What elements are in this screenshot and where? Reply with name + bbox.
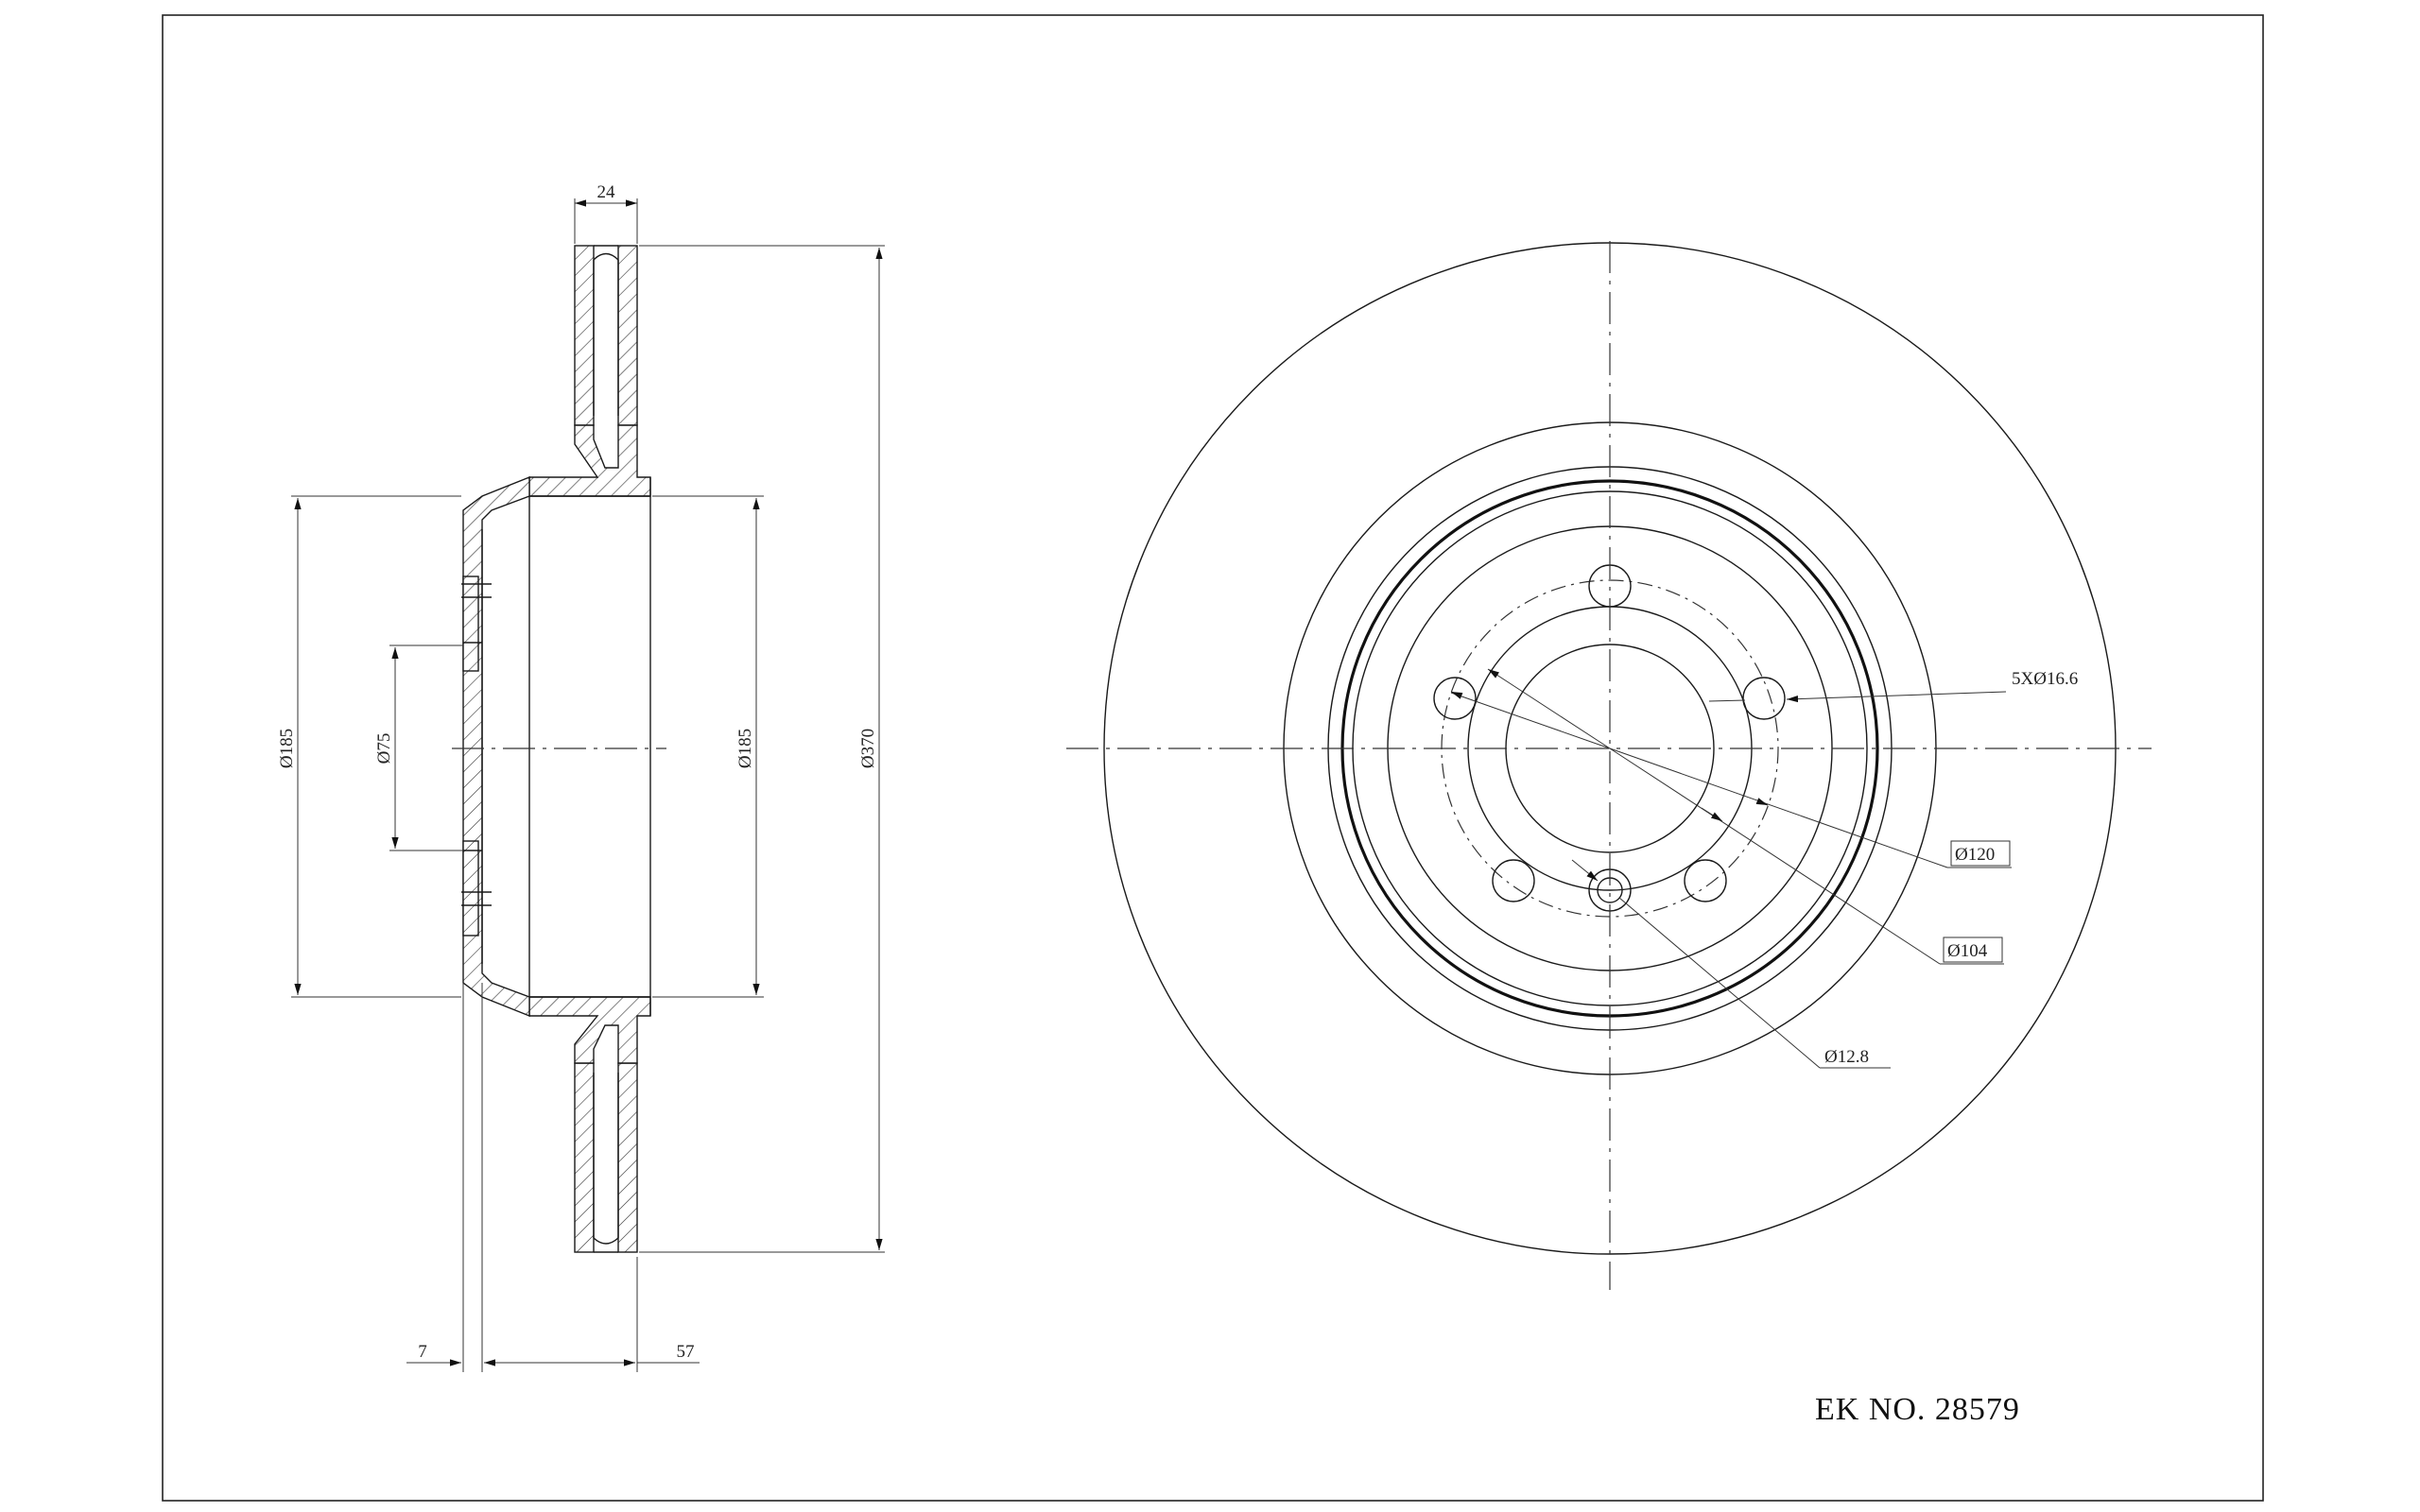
bolt-hole — [1684, 859, 1727, 902]
dim-overall-height-label: 57 — [677, 1342, 695, 1362]
leader-small-hole: Ø12.8 — [1571, 859, 1891, 1069]
bolt-hole — [1492, 859, 1535, 902]
label-inner-ring: Ø104 — [1947, 941, 1988, 961]
leader-inner-ring: Ø104 — [1487, 668, 2004, 965]
dim-center-bore-label: Ø75 — [374, 733, 394, 765]
dim-thickness-label: 24 — [597, 182, 616, 202]
leader-pcd: Ø120 — [1450, 691, 2012, 868]
dim-hat-offset-label: 7 — [418, 1342, 427, 1362]
side-view: 24 Ø370 Ø185 Ø185 Ø75 — [277, 182, 885, 1372]
label-small-hole: Ø12.8 — [1824, 1047, 1869, 1067]
drawing-border — [162, 14, 2264, 1502]
dim-center-bore: Ø75 — [374, 644, 463, 851]
dim-thickness: 24 — [574, 182, 638, 244]
dim-hat-diameter-left: Ø185 — [277, 495, 461, 998]
dim-hat-diameter-left-label: Ø185 — [277, 729, 297, 768]
dim-hat-diameter-right: Ø185 — [652, 495, 764, 998]
part-number-label: EK NO. 28579 — [1815, 1392, 2020, 1427]
bolt-hole — [1433, 677, 1477, 720]
label-pcd: Ø120 — [1955, 845, 1995, 865]
front-view: 5XØ16.6 Ø120 Ø104 Ø12.8 — [1066, 241, 2152, 1290]
bolt-hole — [1742, 677, 1786, 720]
label-bolt-holes: 5XØ16.6 — [2012, 669, 2078, 689]
upper-rotor-section — [528, 245, 651, 497]
dim-hat-diameter-right-label: Ø185 — [735, 729, 755, 768]
hat-section — [461, 475, 651, 1018]
dim-outer-diameter: Ø370 — [639, 245, 885, 1253]
dim-outer-diameter-label: Ø370 — [858, 729, 878, 768]
dim-bottom-offsets: 7 57 — [406, 983, 700, 1372]
leader-bolt-holes: 5XØ16.6 — [1708, 669, 2078, 703]
lower-rotor-section — [528, 996, 651, 1253]
